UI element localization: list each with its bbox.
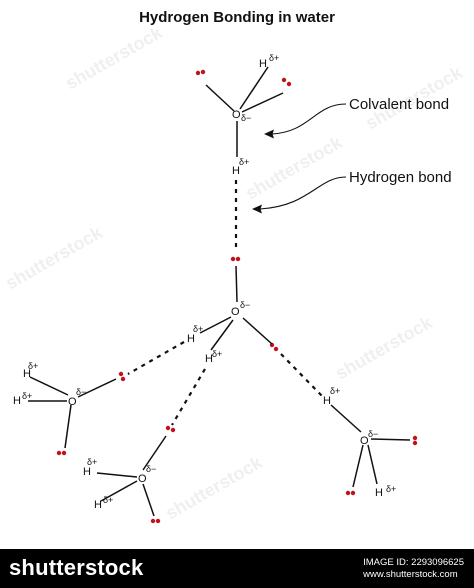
water-molecule-bottom-left: O δ− H δ+ H δ+ [83, 425, 176, 524]
oxygen-atom: O [138, 473, 147, 485]
callout-arrow [259, 176, 347, 210]
covalent-bond [367, 444, 378, 485]
lone-pair [412, 435, 418, 446]
hydrogen-atom: H [232, 165, 240, 177]
covalent-bond [242, 317, 273, 345]
hydrogen-atom: H [13, 395, 21, 407]
covalent-bond [96, 472, 138, 478]
hydrogen-charge: δ+ [22, 391, 32, 401]
callout-hydrogen-label: Hydrogen bond [349, 169, 452, 186]
callout-arrow [271, 103, 347, 135]
hydrogen-charge: δ+ [269, 53, 279, 63]
water-molecule-left: O δ− H δ+ H δ+ [13, 361, 126, 456]
lone-pair [230, 256, 241, 262]
oxygen-atom: O [232, 109, 241, 121]
covalent-bond [142, 483, 155, 517]
hydrogen-atom: H [83, 466, 91, 478]
covalent-bond [29, 376, 69, 396]
footer-bar: shutterstock IMAGE ID: 2293096625 www.sh… [0, 549, 474, 588]
hydrogen-charge: δ+ [193, 324, 203, 334]
covalent-bond [330, 404, 362, 433]
oxygen-charge: δ− [240, 300, 250, 310]
hydrogen-charge: δ+ [103, 495, 113, 505]
oxygen-atom: O [68, 396, 77, 408]
oxygen-atom: O [360, 435, 369, 447]
water-molecule-top: O δ− H δ+ H δ+ [195, 53, 292, 177]
watermark-text: shutterstock [242, 132, 346, 204]
oxygen-charge: δ− [241, 113, 251, 123]
covalent-bond [77, 378, 117, 398]
lone-pair [195, 69, 206, 76]
covalent-bond [210, 319, 234, 351]
lone-pair [345, 490, 356, 496]
oxygen-charge: δ− [146, 464, 156, 474]
covalent-bond [235, 265, 238, 303]
hydrogen-atom: H [205, 353, 213, 365]
hydrogen-atom: H [375, 487, 383, 499]
covalent-bond [352, 444, 364, 488]
oxygen-charge: δ− [368, 429, 378, 439]
oxygen-charge: δ− [76, 387, 86, 397]
watermark-text: shutterstock [332, 312, 436, 384]
lone-pair [118, 371, 126, 382]
hydrogen-atom: H [323, 395, 331, 407]
callout-covalent-label: Colvalent bond [349, 96, 449, 113]
covalent-bond [239, 66, 269, 110]
image-meta: IMAGE ID: 2293096625 www.shutterstock.co… [363, 557, 464, 581]
hydrogen-charge: δ+ [212, 349, 222, 359]
hydrogen-charge: δ+ [87, 457, 97, 467]
callout-hydrogen: Hydrogen bond [252, 169, 452, 214]
hydrogen-charge: δ+ [28, 361, 38, 371]
hydrogen-charge: δ+ [386, 484, 396, 494]
hydrogen-atom: H [23, 368, 31, 380]
lone-pair [150, 518, 161, 524]
hydrogen-charge: δ+ [330, 386, 340, 396]
hydrogen-bond [280, 353, 323, 397]
arrowhead-icon [252, 204, 262, 214]
covalent-bond [241, 92, 284, 113]
hydrogen-atom: H [94, 499, 102, 511]
covalent-bond [199, 316, 232, 334]
lone-pair [56, 450, 67, 456]
oxygen-atom: O [231, 306, 240, 318]
covalent-bond [142, 435, 167, 471]
hydrogen-charge: δ+ [239, 157, 249, 167]
arrowhead-icon [264, 129, 274, 139]
hydrogen-atom: H [187, 333, 195, 345]
covalent-bond [100, 480, 138, 502]
watermark-text: shutterstock [162, 452, 266, 524]
water-molecule-right: O δ− H δ+ H δ+ [323, 386, 418, 499]
watermark-text: shutterstock [2, 222, 106, 294]
lone-pair [281, 77, 292, 87]
site-url: www.shutterstock.com [363, 569, 458, 580]
diagram-title: Hydrogen Bonding in water [139, 9, 335, 26]
watermark-text: shutterstock [62, 22, 166, 94]
covalent-bond [205, 84, 235, 112]
hydrogen-bond [127, 341, 185, 375]
image-id: IMAGE ID: 2293096625 [363, 557, 464, 568]
lone-pair [165, 425, 176, 433]
covalent-bond [370, 438, 411, 441]
water-molecule-center: O δ− H δ+ H δ+ [187, 256, 279, 365]
brand-logo: shutterstock [9, 555, 144, 580]
covalent-bond [64, 404, 72, 449]
hydrogen-bond [171, 368, 206, 426]
callout-covalent: Colvalent bond [264, 96, 449, 139]
hydrogen-atom: H [259, 58, 267, 70]
